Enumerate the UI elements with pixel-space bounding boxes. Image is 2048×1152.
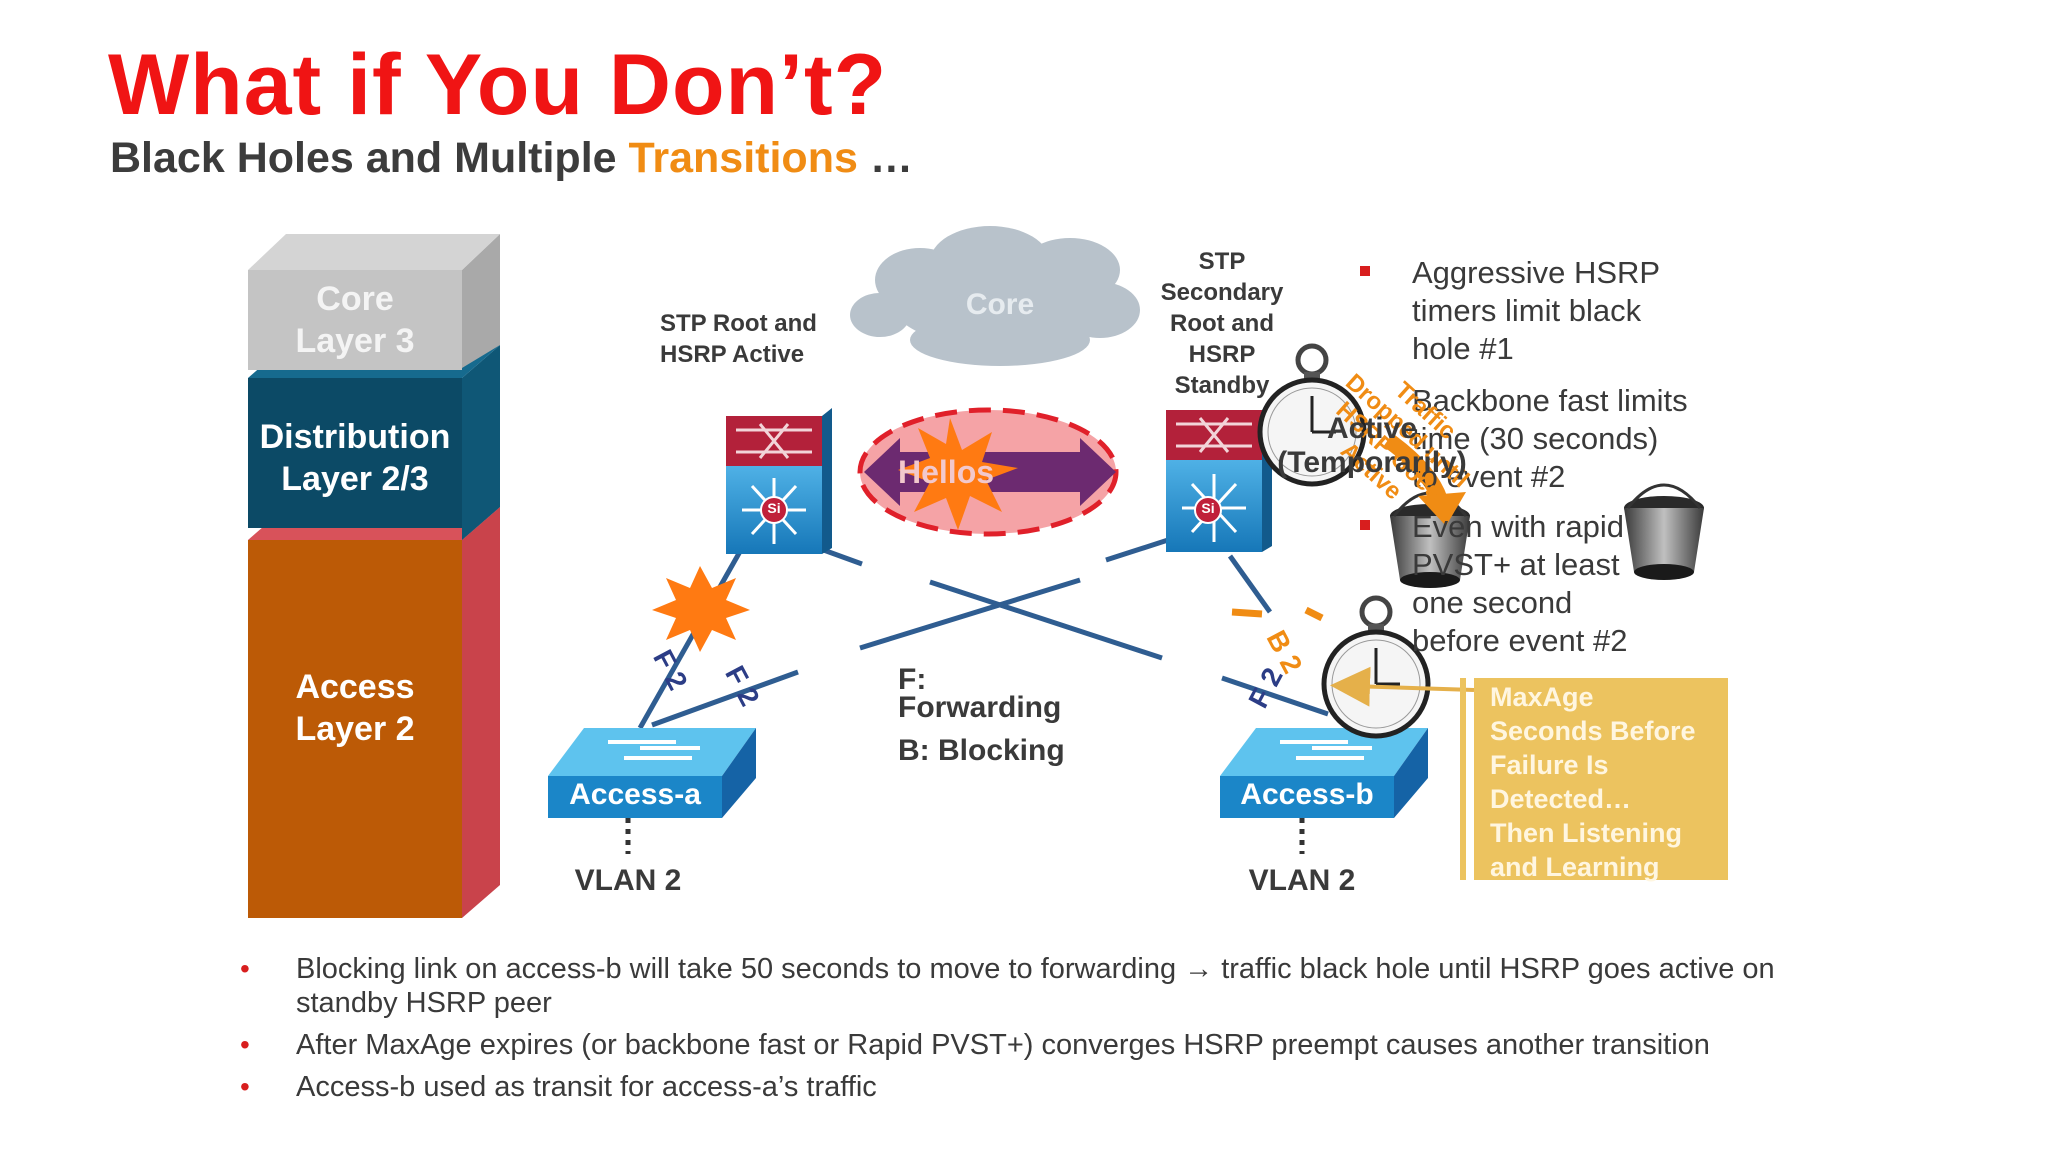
page-subtitle: Black Holes and Multiple Transitions … xyxy=(110,134,913,183)
access-b-label: Access-b xyxy=(1240,778,1374,811)
bullet-marker xyxy=(1360,520,1370,530)
switch-si-label: Si xyxy=(1201,500,1215,516)
access-switch-icon xyxy=(548,728,756,818)
link-secondary-left xyxy=(1105,537,1169,563)
core-layer-top xyxy=(248,234,500,270)
subtitle-main: Black Holes and Multiple xyxy=(110,134,629,182)
distribution-layer-side xyxy=(462,345,500,540)
link-root-to-access-a xyxy=(637,546,745,730)
core-layer-label: Core Layer 3 xyxy=(295,280,415,360)
side-bullet-1: Aggressive HSRP timers limit black hole … xyxy=(1360,254,1660,368)
link-access-a-to-secondary xyxy=(651,669,799,728)
side-bullet-2: Backbone fast limits time (30 seconds) t… xyxy=(1412,383,1688,494)
bullet-dot: • xyxy=(240,953,250,984)
link-cross-1 xyxy=(859,577,1081,651)
hellos-indicator xyxy=(857,407,1119,537)
bottom-bullet: •Blocking link on access-b will take 50 … xyxy=(240,953,1775,1019)
bottom-bullet: •Access-b used as transit for access-a’s… xyxy=(240,1071,877,1103)
vlan-a-label: VLAN 2 xyxy=(574,864,682,897)
legend-blocking: B: Blocking xyxy=(898,734,1065,767)
maxage-callout: MaxAge Seconds Before Failure Is Detecte… xyxy=(1474,678,1728,882)
page-title: What if You Don’t? xyxy=(108,37,888,133)
maxage-bar xyxy=(1460,678,1466,880)
blocking-port-dashes xyxy=(1231,606,1324,622)
side-bullet-3: Even with rapid PVST+ at least one secon… xyxy=(1360,508,1627,660)
core-cloud-icon xyxy=(850,226,1140,366)
maxage-pointer xyxy=(1330,666,1475,707)
layer-stack xyxy=(248,234,500,918)
bucket-icon xyxy=(1624,483,1704,580)
cloud-label: Core xyxy=(965,288,1035,321)
subtitle-highlight: Transitions xyxy=(628,134,858,182)
core-layer-side xyxy=(462,234,500,368)
distribution-layer-block xyxy=(248,378,462,528)
access-layer-side xyxy=(462,507,500,918)
multilayer-switch-icon xyxy=(726,408,832,554)
explosion-icon xyxy=(898,418,1018,530)
bottom-bullet-list: •Blocking link on access-b will take 50 … xyxy=(240,952,1860,1112)
multilayer-switch-icon xyxy=(1166,402,1272,552)
access-a-label: Access-a xyxy=(569,778,701,811)
bottom-bullet: •After MaxAge expires (or backbone fast … xyxy=(240,1029,1710,1061)
bullet-dot: • xyxy=(240,1029,250,1060)
bullet-marker xyxy=(1360,266,1370,276)
access-switch-icon xyxy=(1220,728,1428,818)
stp-root-label: STP Root and HSRP Active xyxy=(660,310,817,368)
distribution-layer-label: Distribution Layer 2/3 xyxy=(259,418,451,498)
link-access-b-in xyxy=(1221,675,1329,717)
stopwatch-icon xyxy=(1321,595,1431,739)
access-layer-label: Access Layer 2 xyxy=(295,668,415,748)
core-layer-block xyxy=(248,270,462,370)
access-layer-block xyxy=(248,540,462,918)
hellos-label: Hellos xyxy=(898,454,995,490)
switch-si-label: Si xyxy=(767,500,781,516)
traffic-drop-arrow xyxy=(1383,433,1448,503)
explosion-icon xyxy=(652,566,750,652)
traffic-drop-arrowhead xyxy=(1418,492,1466,526)
active-temporarily-label: Active (Temporarily) xyxy=(1277,412,1467,479)
stp-secondary-label: STP Secondary Root and HSRP Standby xyxy=(1160,248,1284,399)
stopwatch-icon xyxy=(1257,343,1367,487)
bullet-dot: • xyxy=(240,1071,250,1102)
legend-forwarding: F: Forwarding xyxy=(898,663,1062,724)
link-cross-2 xyxy=(929,579,1163,661)
vlan-b-label: VLAN 2 xyxy=(1248,864,1356,897)
link-secondary-to-access-b xyxy=(1227,554,1273,614)
subtitle-tail: … xyxy=(857,134,913,182)
maxage-text: MaxAge Seconds Before Failure Is Detecte… xyxy=(1490,682,1696,882)
network-links xyxy=(637,537,1329,730)
